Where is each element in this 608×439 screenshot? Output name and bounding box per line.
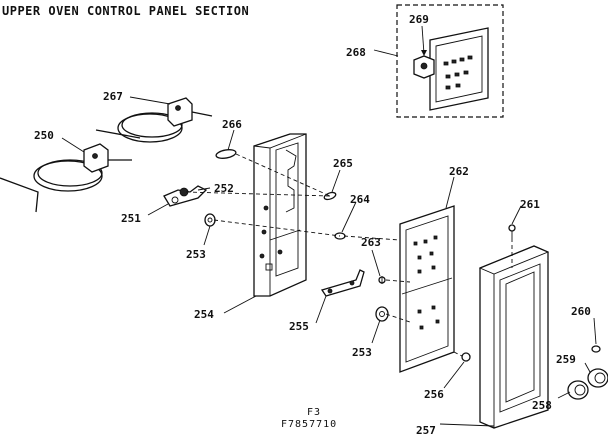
figure-code: F3 <box>307 407 321 418</box>
clip-266 <box>215 149 237 159</box>
screw-265 <box>323 191 337 201</box>
nut-253a <box>204 213 216 227</box>
faceplate-262 <box>399 205 455 373</box>
clip-260 <box>591 345 601 353</box>
bracket-252 <box>163 185 208 207</box>
callout-266: 266 <box>222 118 242 131</box>
callout-251: 251 <box>121 212 141 225</box>
screw-261 <box>508 224 516 238</box>
callout-268: 268 <box>346 46 366 59</box>
callout-263: 263 <box>361 236 381 249</box>
callout-269: 269 <box>409 13 429 26</box>
inset-box <box>396 4 504 118</box>
callout-264: 264 <box>350 193 370 206</box>
inset-panel-holes <box>443 55 473 90</box>
control-panel-254 <box>253 133 307 297</box>
leader-lines <box>61 49 597 427</box>
callout-253-left: 253 <box>186 248 206 261</box>
nut-253b <box>375 306 389 322</box>
callout-262: 262 <box>449 165 469 178</box>
callout-259: 259 <box>556 353 576 366</box>
assembly-lines <box>185 153 513 357</box>
screw-263 <box>378 276 386 284</box>
callout-265: 265 <box>333 157 353 170</box>
frame-257 <box>478 245 550 429</box>
part-number: F7857710 <box>281 419 337 430</box>
callout-labels: 250 267 251 252 253 266 254 255 265 264 … <box>34 13 591 437</box>
faceplate-markings <box>413 235 440 330</box>
callout-253-right: 253 <box>352 346 372 359</box>
callout-261: 261 <box>520 198 540 211</box>
callout-252: 252 <box>214 182 234 195</box>
knob-258 <box>567 380 589 400</box>
screw-256 <box>461 352 471 362</box>
thermostat-267 <box>95 97 213 143</box>
callout-267: 267 <box>103 90 123 103</box>
diagram-title: UPPER OVEN CONTROL PANEL SECTION <box>2 4 249 18</box>
callout-250: 250 <box>34 129 54 142</box>
callout-254: 254 <box>194 308 214 321</box>
callout-256: 256 <box>424 388 444 401</box>
thermostat-250 <box>0 143 132 213</box>
bar-255 <box>320 269 365 297</box>
callout-257: 257 <box>416 424 436 437</box>
switch-269 <box>413 55 435 79</box>
callout-258: 258 <box>532 399 552 412</box>
knob-259 <box>587 368 608 388</box>
callout-255: 255 <box>289 320 309 333</box>
callout-260: 260 <box>571 305 591 318</box>
